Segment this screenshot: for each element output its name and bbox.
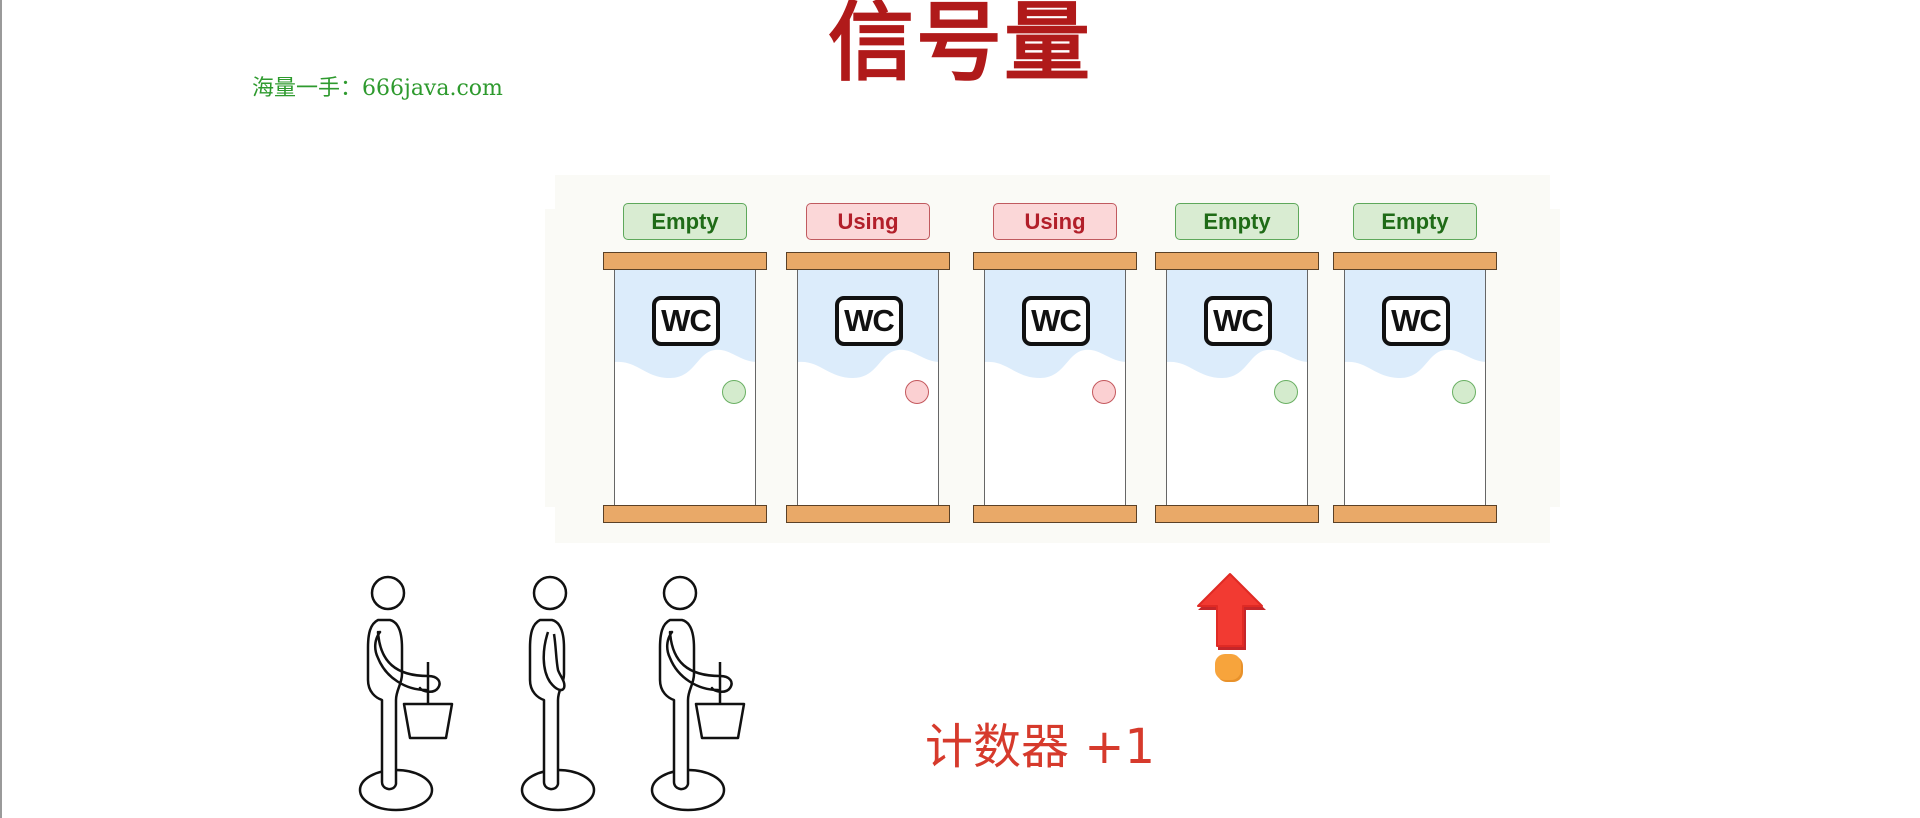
status-tag: Using [993, 203, 1117, 240]
wc-icon: WC [835, 296, 903, 346]
status-dot [1092, 380, 1116, 404]
counter-label: 计数器 +1 [925, 719, 1156, 775]
wc-icon: WC [1382, 296, 1450, 346]
panel-notch [545, 507, 555, 543]
person-icon [650, 575, 746, 812]
up-arrow-icon [1197, 573, 1266, 682]
door-top-rail [1333, 252, 1497, 270]
door-top-rail [1155, 252, 1319, 270]
wc-icon: WC [1022, 296, 1090, 346]
panel-notch [1550, 507, 1560, 543]
bucket-icon [694, 702, 746, 740]
panel-notch [1550, 175, 1560, 209]
wc-icon: WC [652, 296, 720, 346]
status-tag: Empty [1175, 203, 1299, 240]
status-dot [722, 380, 746, 404]
person-icon [520, 575, 596, 812]
wc-icon: WC [1204, 296, 1272, 346]
wc-door: WC [1344, 270, 1486, 505]
wc-door: WC [614, 270, 756, 505]
page-title: 信号量 [828, 0, 1092, 93]
bucket-icon [402, 702, 454, 740]
door-top-rail [973, 252, 1137, 270]
status-tag: Empty [623, 203, 747, 240]
door-bottom-rail [973, 505, 1137, 523]
wc-door: WC [797, 270, 939, 505]
door-bottom-rail [786, 505, 950, 523]
door-bottom-rail [1333, 505, 1497, 523]
status-tag: Empty [1353, 203, 1477, 240]
wc-door: WC [1166, 270, 1308, 505]
status-dot [1274, 380, 1298, 404]
status-tag: Using [806, 203, 930, 240]
door-top-rail [786, 252, 950, 270]
person-icon [358, 575, 454, 812]
door-top-rail [603, 252, 767, 270]
door-bottom-rail [603, 505, 767, 523]
door-bottom-rail [1155, 505, 1319, 523]
status-dot [905, 380, 929, 404]
left-edge-line [0, 0, 2, 818]
watermark-text: 海量一手：666java.com [252, 76, 503, 101]
panel-notch [545, 175, 555, 209]
wc-door: WC [984, 270, 1126, 505]
status-dot [1452, 380, 1476, 404]
